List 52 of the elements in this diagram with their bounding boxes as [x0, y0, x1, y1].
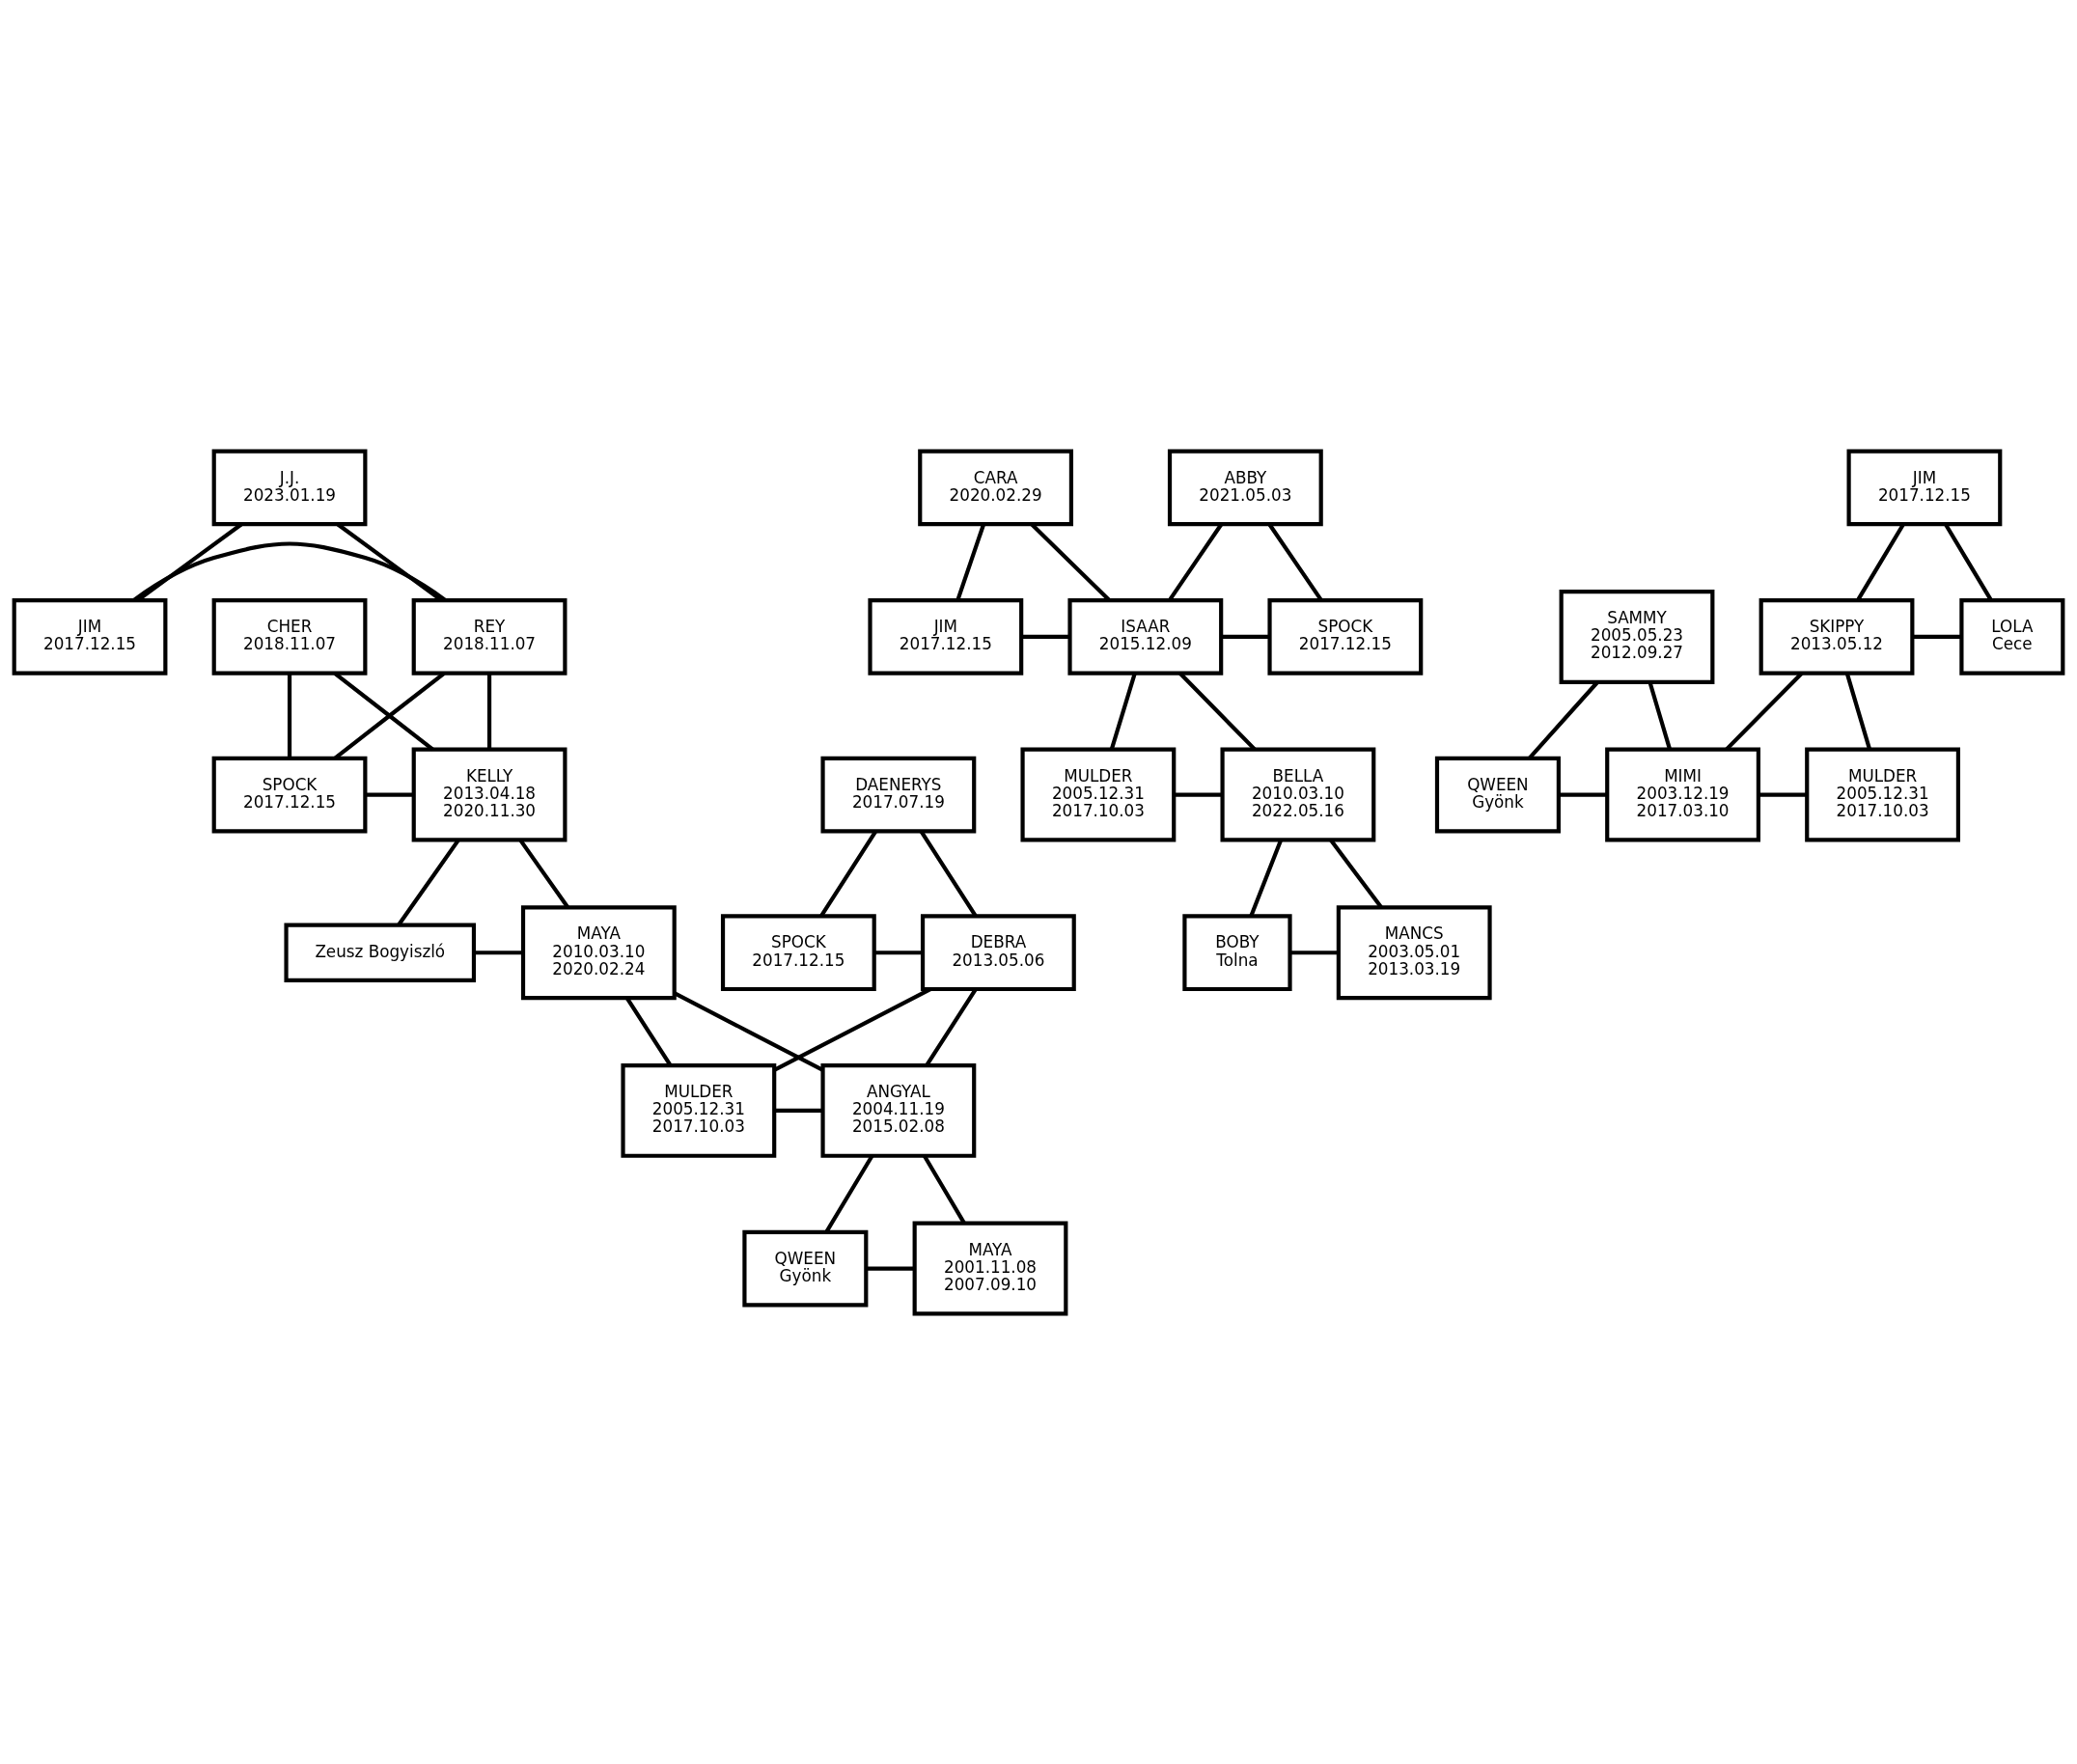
connector: [673, 990, 824, 1072]
node-box: JIM 2017.12.15: [868, 597, 1024, 675]
node-box: ANGYAL 2004.11.19 2015.02.08: [820, 1062, 977, 1158]
node-box: J.J. 2023.01.19: [211, 449, 368, 526]
node-box: QWEEN Gyönk: [1434, 756, 1561, 833]
connector: [486, 673, 492, 750]
node-box: Zeusz Bogyiszló: [284, 922, 477, 982]
node-box: REY 2018.11.07: [411, 597, 568, 675]
node-box: ISAAR 2015.12.09: [1067, 597, 1224, 675]
connector: [287, 673, 292, 758]
node-box: MULDER 2005.12.31 2017.10.03: [621, 1062, 777, 1158]
node-box: SPOCK 2017.12.15: [1267, 597, 1424, 675]
node-box: CARA 2020.02.29: [918, 449, 1073, 526]
connector: [1844, 672, 1872, 750]
connector: [923, 1154, 966, 1224]
node-box: SKIPPY 2013.05.12: [1759, 597, 1915, 675]
connector: [1559, 792, 1607, 797]
node-box: KELLY 2013.04.18 2020.11.30: [411, 747, 568, 842]
node-box: SAMMY 2005.05.23 2012.09.27: [1559, 589, 1715, 684]
node-box: JIM 2017.12.15: [12, 597, 168, 675]
connector: [873, 950, 924, 954]
node-box: SPOCK 2017.12.15: [211, 756, 368, 833]
connector: [1021, 634, 1070, 639]
connector: [474, 950, 523, 954]
connector: [1912, 634, 1962, 639]
node-box: BELLA 2010.03.10 2022.05.16: [1220, 747, 1376, 842]
connector: [774, 1108, 823, 1113]
node-box: CHER 2018.11.07: [211, 597, 368, 675]
connector: [866, 1265, 915, 1271]
node-box: MANCS 2003.05.01 2013.03.19: [1336, 904, 1492, 1000]
node-box: MULDER 2005.12.31 2017.10.03: [1805, 747, 1960, 842]
connector: [1221, 634, 1270, 639]
connector: [1289, 950, 1339, 954]
node-box: MIMI 2003.12.19 2017.03.10: [1605, 747, 1760, 842]
connector: [824, 1154, 874, 1233]
node-box: ABBY 2021.05.03: [1167, 449, 1323, 526]
node-box: MULDER 2005.12.31 2017.10.03: [1020, 747, 1177, 842]
node-box: LOLA Cece: [1959, 597, 2065, 675]
connector: [365, 792, 414, 797]
node-box: DAENERYS 2017.07.19: [820, 756, 977, 833]
connector: [1249, 839, 1283, 917]
node-box: MAYA 2001.11.08 2007.09.10: [912, 1221, 1068, 1315]
node-box: DEBRA 2013.05.06: [920, 913, 1076, 991]
node-box: SPOCK 2017.12.15: [720, 913, 876, 991]
node-box: MAYA 2010.03.10 2020.02.24: [520, 904, 677, 1000]
node-box: QWEEN Gyönk: [742, 1229, 869, 1307]
connector: [1759, 792, 1808, 797]
node-box: BOBY Tolna: [1182, 913, 1292, 991]
connector: [1174, 792, 1223, 797]
connector: [1109, 672, 1137, 750]
node-box: JIM 2017.12.15: [1846, 449, 2003, 526]
connector: [955, 523, 986, 601]
